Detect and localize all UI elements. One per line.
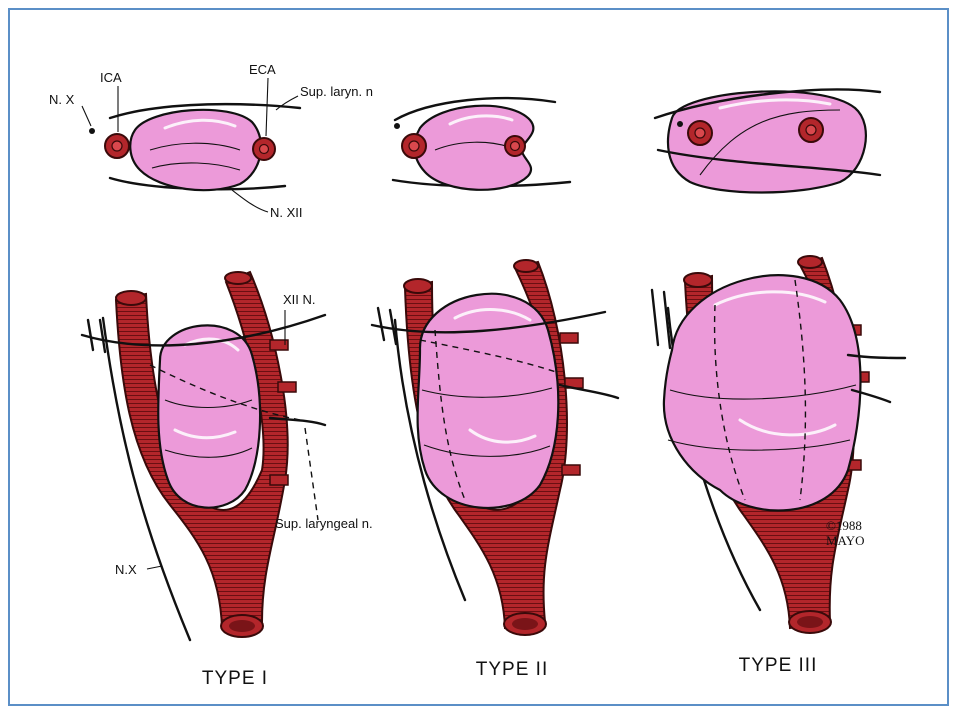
caption-type-1: TYPE I xyxy=(202,668,268,689)
label-ica: ICA xyxy=(100,70,122,85)
label-nx-top: N. X xyxy=(49,92,75,107)
caption-type-2: TYPE II xyxy=(476,659,548,680)
type-captions: TYPE I TYPE II TYPE III xyxy=(202,655,817,689)
cross-section-type-2 xyxy=(393,98,570,190)
longitudinal-type-3 xyxy=(652,256,905,633)
label-sup-laryngeal: Sup. laryngeal n. xyxy=(275,516,373,531)
label-xii-n: XII N. xyxy=(283,292,316,307)
label-sup-laryn-top: Sup. laryn. n xyxy=(300,84,373,99)
longitudinal-type-2 xyxy=(372,260,618,635)
copyright-year: ©1988 xyxy=(826,518,862,533)
longitudinal-type-1 xyxy=(82,272,325,640)
label-nx-bottom: N.X xyxy=(115,562,137,577)
cross-section-type-3 xyxy=(655,90,880,193)
cross-section-type-1 xyxy=(89,104,300,190)
caption-type-3: TYPE III xyxy=(739,655,818,676)
copyright-owner: MAYO xyxy=(826,533,865,548)
label-nxii-top: N. XII xyxy=(270,205,303,220)
label-eca: ECA xyxy=(249,62,276,77)
